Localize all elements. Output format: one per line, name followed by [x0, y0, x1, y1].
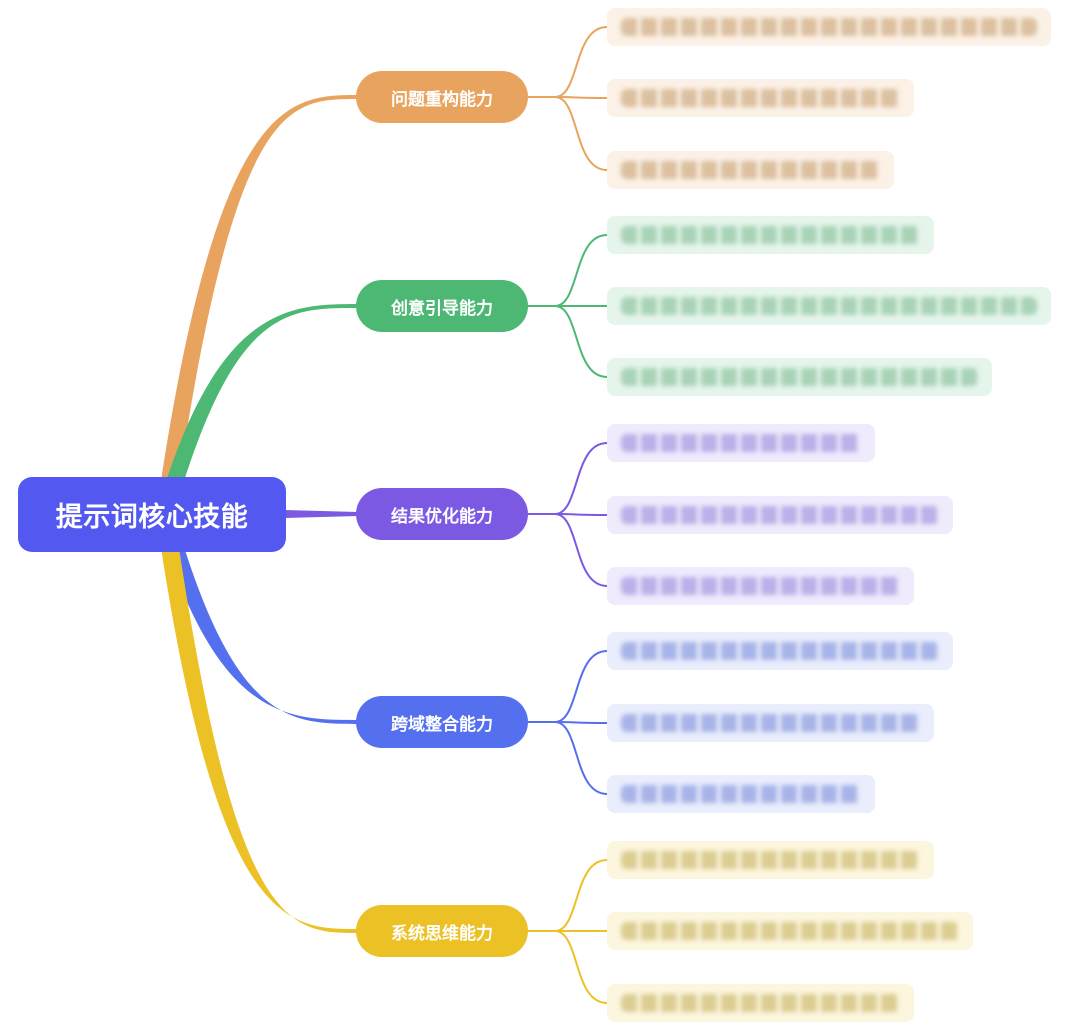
trunk-connector-result-optimization: [285, 510, 358, 518]
leaf-connector: [528, 234, 608, 307]
leaf-node-blurred[interactable]: [607, 216, 934, 254]
leaf-connector: [528, 930, 608, 1004]
leaf-connector: [528, 650, 608, 723]
leaf-node-blurred[interactable]: [607, 841, 934, 879]
leaf-node-blurred[interactable]: [607, 358, 992, 396]
leaf-connector: [528, 721, 608, 795]
leaf-node-blurred[interactable]: [607, 984, 914, 1022]
blurred-text: [621, 714, 920, 732]
branch-node-problem-reframing[interactable]: 问题重构能力: [356, 71, 528, 123]
blurred-text: [621, 161, 880, 179]
leaf-node-blurred[interactable]: [607, 775, 875, 813]
leaf-node-blurred[interactable]: [607, 912, 973, 950]
blurred-text: [621, 785, 861, 803]
leaf-node-blurred[interactable]: [607, 704, 934, 742]
blurred-text: [621, 577, 900, 595]
leaf-connector: [528, 513, 608, 587]
leaf-node-blurred[interactable]: [607, 424, 875, 462]
branch-node-systems-thinking[interactable]: 系统思维能力: [356, 905, 528, 957]
blurred-text: [621, 89, 900, 107]
leaf-connector: [528, 442, 608, 515]
branch-node-cross-domain-integration[interactable]: 跨域整合能力: [356, 696, 528, 748]
blurred-text: [621, 434, 861, 452]
root-node[interactable]: 提示词核心技能: [18, 477, 286, 552]
branch-node-creative-guidance[interactable]: 创意引导能力: [356, 280, 528, 332]
blurred-text: [621, 18, 1037, 36]
blurred-text: [621, 297, 1037, 315]
leaf-connector: [528, 859, 608, 932]
leaf-node-blurred[interactable]: [607, 151, 894, 189]
leaf-node-blurred[interactable]: [607, 79, 914, 117]
blurred-text: [621, 226, 920, 244]
leaf-node-blurred[interactable]: [607, 567, 914, 605]
branch-node-result-optimization[interactable]: 结果优化能力: [356, 488, 528, 540]
leaf-connector: [528, 305, 608, 378]
leaf-node-blurred[interactable]: [607, 632, 953, 670]
blurred-text: [621, 994, 900, 1012]
blurred-text: [621, 506, 939, 524]
leaf-connector: [528, 26, 608, 98]
leaf-node-blurred[interactable]: [607, 496, 953, 534]
leaf-node-blurred[interactable]: [607, 8, 1051, 46]
blurred-text: [621, 922, 959, 940]
leaf-connector: [528, 96, 608, 171]
leaf-node-blurred[interactable]: [607, 287, 1051, 325]
blurred-text: [621, 851, 920, 869]
blurred-text: [621, 642, 939, 660]
trunk-connector-systems-thinking: [156, 514, 358, 933]
blurred-text: [621, 368, 978, 386]
